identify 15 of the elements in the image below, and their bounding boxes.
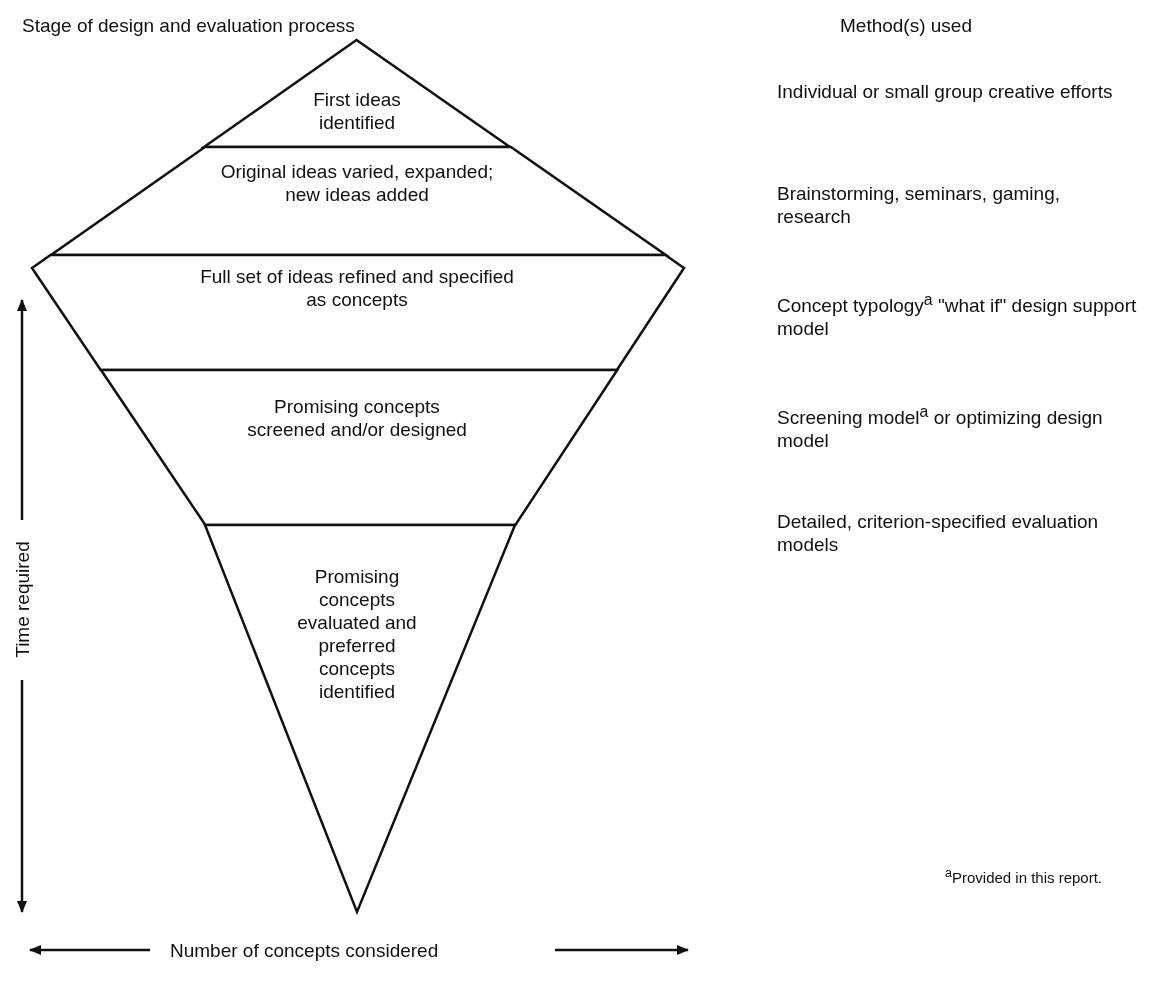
stage-text: Full set of ideas refined and specified as concepts <box>199 265 515 311</box>
column-heading: Stage of design and evaluation process <box>22 14 355 37</box>
method-text: Individual or small group creative efforts <box>777 80 1114 103</box>
method-text: Concept typology$^{a}$ "what if" design support model <box>777 290 1137 341</box>
stage-text: Promising concepts screened and/or designed <box>247 395 467 441</box>
stage-text: First ideas identified <box>312 88 402 134</box>
method-text: Detailed, criterion-specified evaluation models <box>777 510 1100 556</box>
axis-label: Time required <box>10 540 34 660</box>
stage-text: Original ideas varied, expanded; new ideas added <box>219 160 495 206</box>
column-heading: Method(s) used <box>840 14 972 37</box>
method-text: Screening model$^{a}$ or optimizing design model <box>777 402 1104 453</box>
footnote: $^{a}$Provided in this report. <box>945 865 1103 888</box>
axis-label: Number of concepts considered <box>170 939 439 962</box>
stage-text: Promising concepts evaluated and preferred concepts identified <box>296 565 418 703</box>
method-text: Brainstorming, seminars, gaming, research <box>777 182 1061 228</box>
